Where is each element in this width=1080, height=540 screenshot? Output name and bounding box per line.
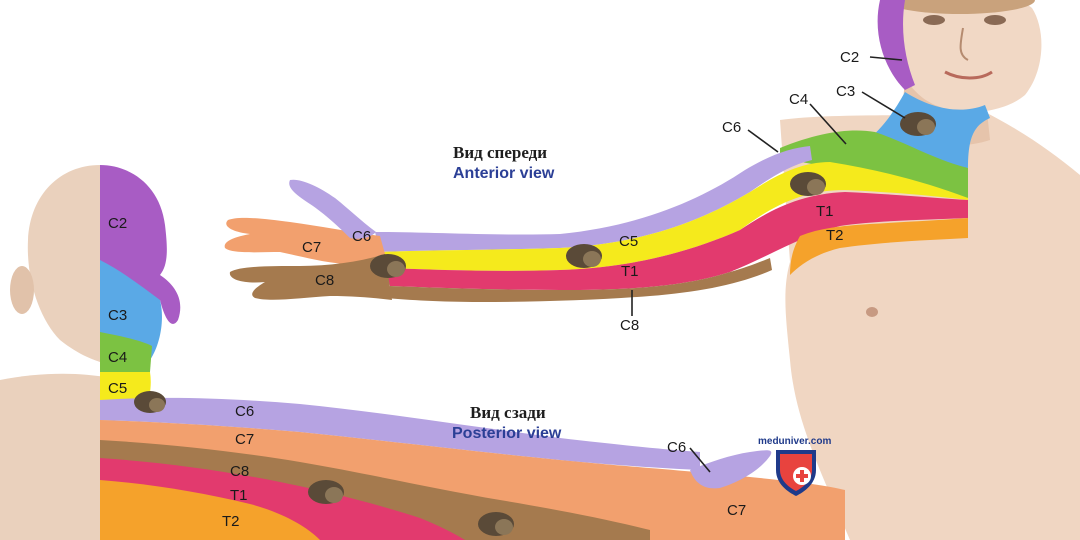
- leader-line-C2: [869, 56, 903, 61]
- label-posterior-C4: C4: [108, 349, 127, 366]
- anterior-title-en: Anterior view: [453, 165, 555, 182]
- right-eye: [984, 15, 1006, 25]
- leader-line-C6-posterior-hand: [689, 447, 711, 473]
- label-posterior-C7: C7: [235, 431, 254, 448]
- anterior-C8-band: [385, 258, 772, 302]
- leader-line-C3: [861, 91, 906, 119]
- label-posterior-C6-hand: C6: [667, 439, 686, 456]
- vertebra-icon: [900, 112, 936, 136]
- posterior-arm: [100, 397, 845, 540]
- leader-line-C4: [809, 103, 847, 145]
- posterior-left-ear: [10, 266, 34, 314]
- anterior-face: [891, 0, 1042, 112]
- vertebra-icon: [308, 480, 344, 504]
- posterior-C3-zone: [100, 260, 162, 360]
- label-posterior-C5: C5: [108, 380, 127, 397]
- label-anterior-C8-forearm: C8: [620, 317, 639, 334]
- label-anterior-T1-forearm: T1: [621, 263, 639, 280]
- label-posterior-C2: C2: [108, 215, 127, 232]
- anterior-C4-band: [780, 130, 968, 198]
- leader-lines: [631, 56, 906, 473]
- label-anterior-C6-shoulder: C6: [722, 119, 741, 136]
- anterior-C6-band: [375, 146, 812, 252]
- anterior-title-ru: Вид спереди: [453, 143, 547, 162]
- vertebra-icon: [134, 391, 166, 413]
- label-posterior-C8: C8: [230, 463, 249, 480]
- anterior-labels: C2 C3 C4 C6 C6 C7 C8 C5 T1 T1 T2 C8: [302, 49, 859, 334]
- label-anterior-C4: C4: [789, 91, 808, 108]
- vertebra-markers: [134, 112, 936, 536]
- watermark: meduniver.com: [758, 436, 831, 496]
- anterior-T2-band: [790, 218, 968, 275]
- vertebra-icon: [790, 172, 826, 196]
- vertebra-icon: [370, 254, 406, 278]
- posterior-T2-band: [100, 480, 320, 540]
- vertebra-icon: [566, 244, 602, 268]
- mouth: [944, 70, 993, 80]
- label-anterior-T1-arm: T1: [816, 203, 834, 220]
- label-anterior-T2: T2: [826, 227, 844, 244]
- leader-line-C6-anterior: [747, 129, 779, 153]
- posterior-hand-C7: [700, 485, 840, 540]
- label-anterior-C2: C2: [840, 49, 859, 66]
- posterior-head-skin: [27, 165, 101, 362]
- label-posterior-C3: C3: [108, 307, 127, 324]
- nipple: [866, 307, 878, 317]
- anterior-T1-band: [385, 192, 968, 290]
- posterior-back: [0, 373, 130, 540]
- label-anterior-C6-hand: C6: [352, 228, 371, 245]
- posterior-labels: C2 C3 C4 C5 C6 C7 C8 T1 T2 C6 C7: [108, 215, 746, 530]
- label-anterior-C8-hand: C8: [315, 272, 334, 289]
- label-posterior-T1: T1: [230, 487, 248, 504]
- posterior-body: [0, 165, 181, 540]
- label-posterior-T2: T2: [222, 513, 240, 530]
- posterior-C6-band: [100, 397, 700, 470]
- vertebra-icon: [478, 512, 514, 536]
- anterior-hair: [885, 0, 1035, 14]
- anterior-title: Вид спереди Anterior view: [453, 143, 555, 182]
- anterior-body: [780, 0, 1080, 540]
- label-posterior-C7-hand: C7: [727, 502, 746, 519]
- label-anterior-C5: C5: [619, 233, 638, 250]
- posterior-hand-C6: [690, 450, 772, 489]
- C2-anterior-zone: [877, 0, 915, 90]
- shield-logo-icon: [776, 450, 816, 496]
- posterior-title-en: Posterior view: [452, 425, 562, 442]
- anterior-hand-C7: [224, 217, 385, 264]
- posterior-title: Вид сзади Posterior view: [452, 403, 562, 442]
- left-eye: [923, 15, 945, 25]
- label-posterior-C6: C6: [235, 403, 254, 420]
- anterior-hand-C8: [229, 254, 392, 300]
- posterior-title-ru: Вид сзади: [470, 403, 546, 422]
- anterior-thumb-C6: [289, 179, 376, 239]
- posterior-C4-zone: [100, 332, 152, 372]
- watermark-text: meduniver.com: [758, 436, 831, 447]
- label-anterior-C3: C3: [836, 83, 855, 100]
- label-anterior-C7: C7: [302, 239, 321, 256]
- nose: [959, 27, 969, 61]
